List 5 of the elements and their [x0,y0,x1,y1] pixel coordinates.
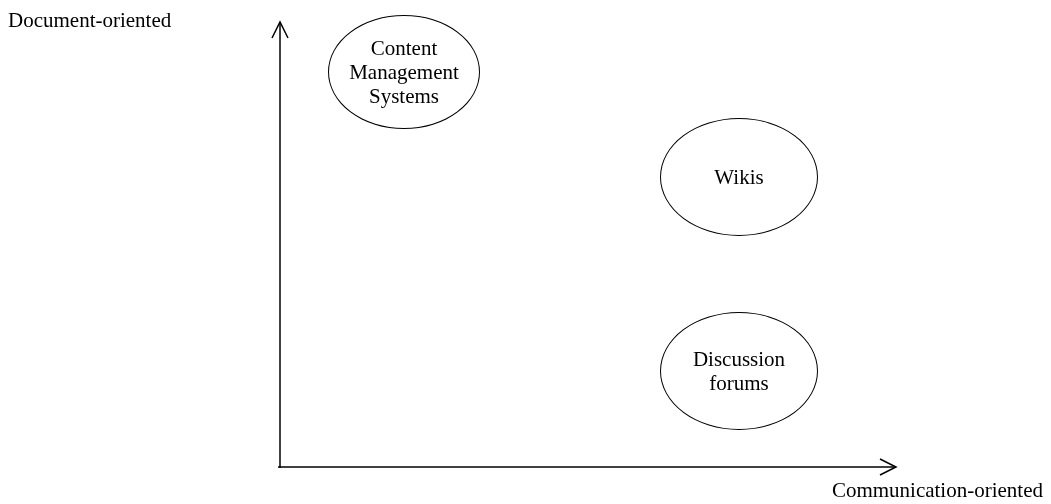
axis-label: Document-oriented [8,8,172,32]
node-label: Wikis [714,165,764,189]
axis-label: Communication-oriented [831,478,1043,502]
node-label: Discussion forums [691,347,787,395]
node-label: Content Management Systems [348,36,460,108]
